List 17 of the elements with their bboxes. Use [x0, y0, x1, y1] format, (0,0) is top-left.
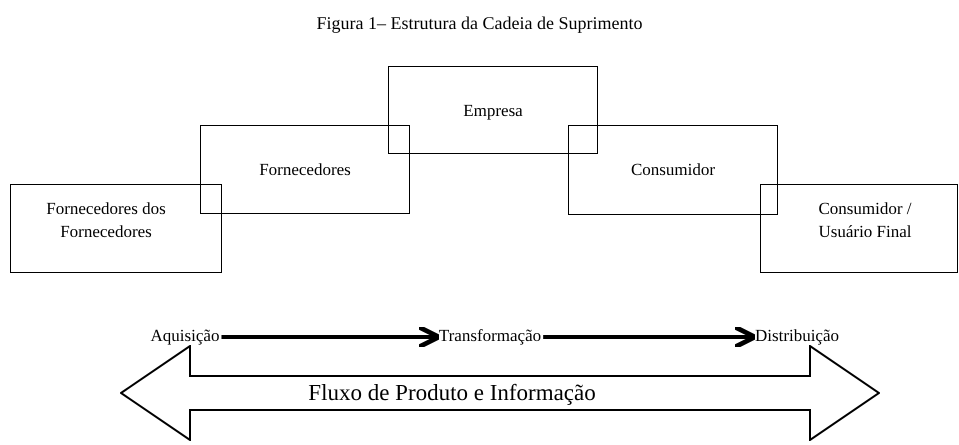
- stage-box: [760, 184, 958, 273]
- node-label: Fornecedores dos Fornecedores: [45, 198, 167, 243]
- stage-box: [10, 184, 222, 273]
- node-label: Fornecedores: [259, 159, 351, 181]
- stage-box: [388, 66, 598, 154]
- node-label: Aquisição: [150, 326, 220, 345]
- node-label: Distribuição: [754, 326, 840, 345]
- node-label: Consumidor: [630, 159, 716, 181]
- arrow: [543, 324, 758, 350]
- node-label: Transformação: [438, 326, 542, 345]
- stage-box: [568, 125, 778, 215]
- figure-title: Figura 1– Estrutura da Cadeia de Suprimento: [316, 12, 644, 35]
- stage-box: [200, 125, 410, 214]
- node-label: Empresa: [463, 100, 523, 122]
- node-label: Consumidor / Usuário Final: [817, 198, 913, 243]
- arrow: [221, 324, 442, 350]
- node-label: Fluxo de Produto e Informação: [308, 378, 596, 407]
